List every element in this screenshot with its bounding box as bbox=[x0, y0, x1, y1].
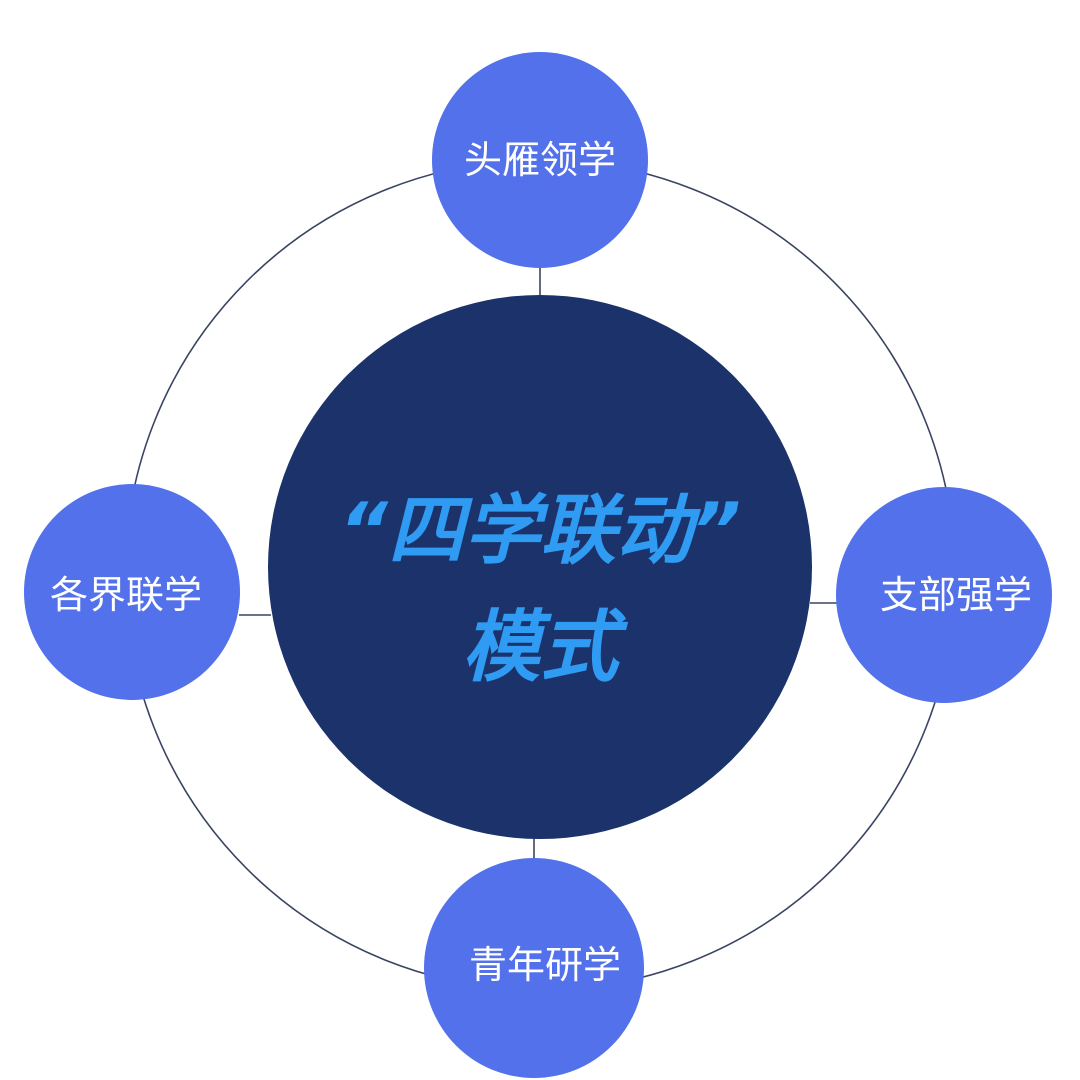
center-title-line2: 模式 bbox=[462, 603, 629, 693]
node-left: 各界联学 bbox=[24, 484, 240, 700]
node-label-top: 头雁领学 bbox=[464, 138, 616, 182]
center-circle bbox=[268, 295, 812, 839]
node-label-left: 各界联学 bbox=[50, 573, 202, 617]
node-label-right: 支部强学 bbox=[880, 573, 1032, 617]
node-circle-right bbox=[836, 487, 1052, 703]
node-top: 头雁领学 bbox=[432, 52, 648, 268]
node-circle-left bbox=[24, 484, 240, 700]
node-right: 支部强学 bbox=[836, 487, 1052, 703]
node-label-bottom: 青年研学 bbox=[469, 943, 621, 987]
node-circle-top bbox=[432, 52, 648, 268]
node-circle-bottom bbox=[424, 858, 644, 1078]
node-bottom: 青年研学 bbox=[424, 858, 644, 1078]
center-title-line1: “四学联动” bbox=[339, 486, 741, 575]
